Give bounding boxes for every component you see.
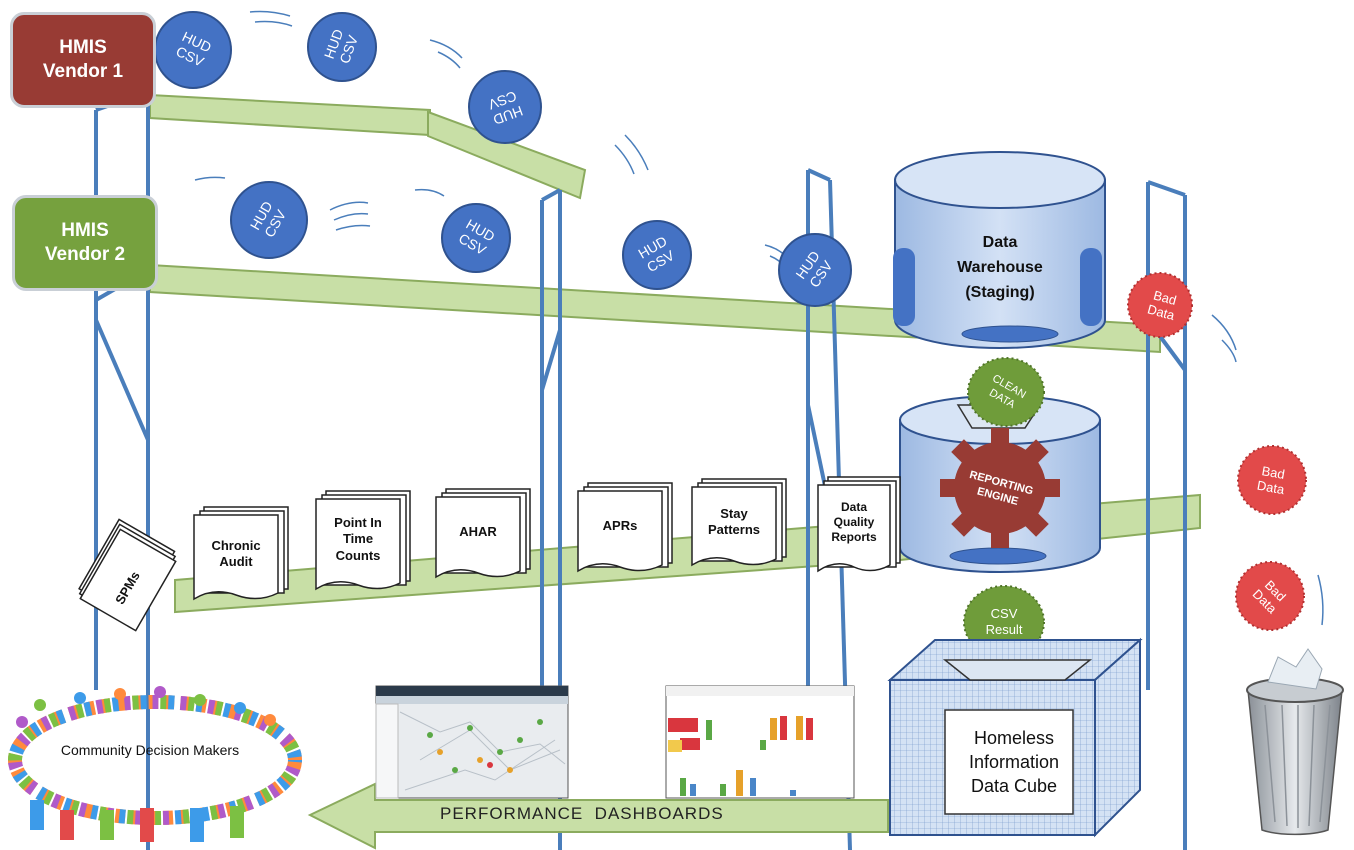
hud-csv-label: HUDCSV	[247, 198, 290, 240]
performance-dashboards-label: PERFORMANCE DASHBOARDS	[440, 804, 724, 823]
bad-data-label: BadData	[1256, 463, 1289, 497]
hud-csv-ball	[468, 70, 542, 144]
warehouse-label-1: Data	[983, 234, 1018, 251]
report-doc-pit-counts	[315, 490, 411, 591]
report-label-aprs: APRs	[602, 518, 638, 533]
dashboard-screen-map	[375, 685, 569, 799]
bad-data-balls: BadData BadData BadData	[1127, 272, 1307, 631]
vendor-2-line1: HMIS	[61, 220, 109, 242]
report-doc-ahar	[435, 488, 531, 579]
trash-can-icon	[1246, 648, 1344, 836]
hud-csv-ball	[230, 181, 308, 259]
report-doc-data-quality	[817, 476, 901, 573]
warehouse-label-2: Warehouse	[957, 259, 1043, 276]
report-doc-aprs	[577, 482, 673, 573]
svg-text:Result: Result	[986, 622, 1023, 637]
performance-dashboards-arrow	[307, 782, 889, 850]
report-doc-chronic-audit	[193, 506, 289, 601]
report-label-ahar: AHAR	[459, 524, 497, 539]
hud-csv-balls	[154, 11, 852, 307]
vendor-1-line1: HMIS	[59, 37, 107, 59]
clean-data-ball: CLEAN DATA	[967, 357, 1045, 427]
data-cube-label: Homeless Information Data Cube	[968, 727, 1060, 797]
vendor-2-line2: Vendor 2	[44, 244, 126, 265]
data-cube	[887, 637, 1143, 838]
hmis-vendor-1-box: HMIS Vendor 1	[10, 12, 156, 108]
hmis-vendor-2-box: HMIS Vendor 2	[12, 195, 158, 291]
community-decision-makers-label: Community Decision Makers	[60, 742, 240, 758]
dashboard-screen-charts	[665, 685, 855, 799]
hud-csv-ball	[307, 12, 377, 82]
hud-csv-ball	[622, 220, 692, 290]
report-doc-stay-patterns	[691, 478, 787, 567]
svg-text:CSV: CSV	[991, 606, 1018, 621]
warehouse-label-3: (Staging)	[965, 284, 1034, 301]
hud-csv-ball	[778, 233, 852, 307]
hud-csv-ball	[441, 203, 511, 273]
vendor-1-line2: Vendor 1	[42, 61, 124, 82]
report-documents	[78, 476, 901, 632]
report-doc-spms	[78, 518, 177, 632]
data-warehouse-cylinder: Data Warehouse (Staging)	[893, 151, 1106, 349]
reporting-engine-gear-icon: REPORTING ENGINE	[940, 428, 1060, 548]
bad-data-label: BadData	[1146, 287, 1181, 323]
community-people-circle	[8, 686, 302, 842]
